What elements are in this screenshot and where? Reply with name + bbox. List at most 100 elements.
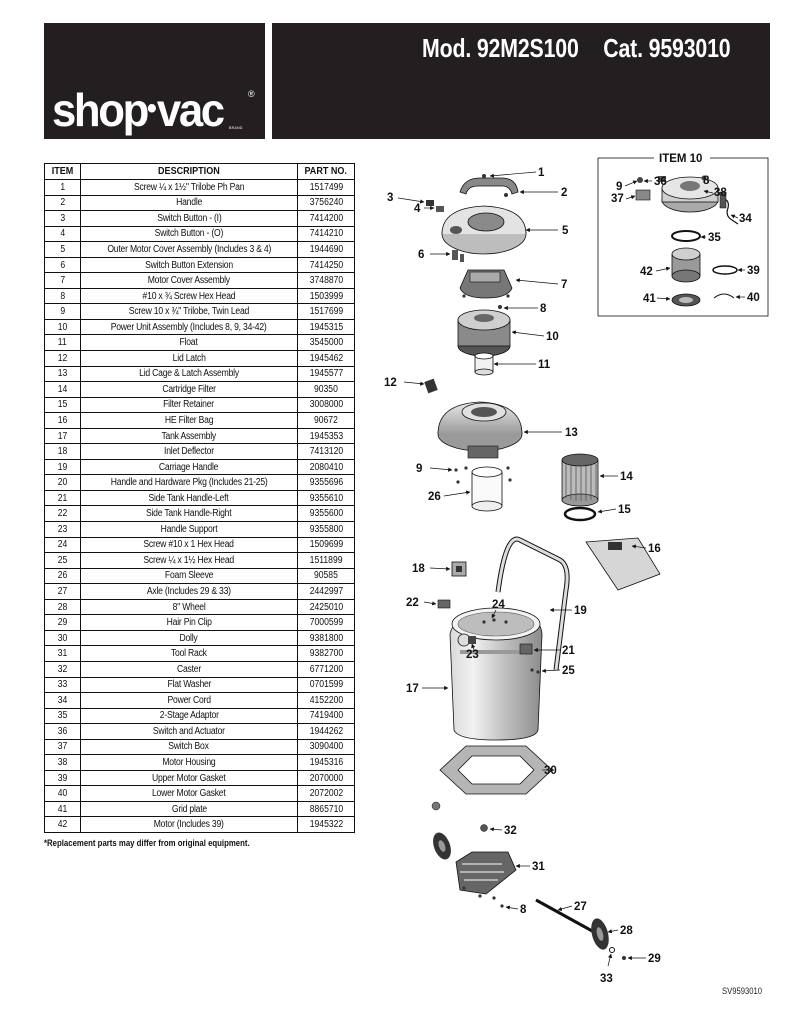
item-number: 20 — [44, 474, 81, 491]
callout-31: 31 — [532, 861, 545, 873]
callout-i8: 8 — [703, 175, 710, 187]
item-part-number: 2072002 — [297, 785, 355, 802]
item-part-number: 8865710 — [297, 800, 355, 818]
item-part-number: 9381800 — [297, 629, 355, 647]
item-description: Filter Retainer — [79, 396, 299, 414]
item-number: 34 — [44, 692, 81, 709]
item-number: 36 — [44, 723, 81, 740]
item-number: 41 — [44, 800, 81, 818]
item-part-number: 90585 — [297, 567, 355, 585]
item-part-number: 1945577 — [297, 365, 355, 383]
hair-pin-clip-29 — [622, 956, 626, 960]
item-part-number: 0701599 — [297, 676, 355, 694]
callout-i41: 41 — [643, 293, 656, 305]
item-number: 33 — [44, 676, 81, 694]
item-part-number: 9382700 — [297, 645, 355, 662]
item-number: 32 — [44, 660, 81, 678]
item-part-number: 90350 — [297, 381, 355, 398]
item-part-number: 1944690 — [297, 241, 355, 258]
foam-sleeve-26 — [471, 466, 503, 512]
item-part-number: 3008000 — [297, 396, 355, 414]
callout-18: 18 — [412, 563, 425, 575]
callout-i9: 9 — [616, 181, 622, 193]
screws-24 — [482, 618, 508, 624]
side-handle-left-21 — [519, 643, 533, 655]
item-part-number: 1503999 — [297, 287, 355, 305]
switch-actuator-36 — [658, 176, 666, 182]
cartridge-filter-14 — [561, 453, 599, 507]
item-part-number: 90672 — [297, 412, 355, 429]
item-part-number: 1517699 — [297, 303, 355, 320]
callout-i42: 42 — [640, 266, 653, 278]
item-number: 11 — [44, 334, 81, 352]
item-number: 28 — [44, 598, 81, 616]
item-part-number: 1944262 — [297, 723, 355, 740]
item-number: 31 — [44, 645, 81, 662]
callout-24: 24 — [492, 599, 505, 611]
item-number: 30 — [44, 629, 81, 647]
switch-extension-6 — [452, 250, 464, 262]
screw-8-inset — [701, 175, 707, 181]
item-part-number: 3545000 — [297, 334, 355, 352]
parts-table-header: ITEM DESCRIPTION PART NO. — [44, 163, 355, 180]
wheel-28-right — [591, 918, 609, 950]
item-number: 4 — [44, 225, 81, 243]
item-description: Tool Rack — [79, 645, 299, 662]
item-number: 26 — [44, 567, 81, 585]
callout-13: 13 — [565, 427, 578, 439]
item-number: 5 — [44, 241, 81, 258]
item-part-number: 3756240 — [297, 194, 355, 212]
callout-32: 32 — [504, 825, 517, 837]
gasket-39 — [712, 265, 738, 275]
callout-11: 11 — [538, 359, 551, 371]
item-description: Grid plate — [79, 800, 299, 818]
item-description: 8" Wheel — [79, 598, 299, 616]
inset-title-bg — [654, 152, 710, 164]
item-number: 21 — [44, 489, 81, 507]
item-description: #10 x ¾ Screw Hex Head — [79, 287, 299, 305]
inlet-deflector-18 — [451, 561, 467, 577]
side-handle-right-22 — [437, 599, 451, 609]
item-part-number: 7419400 — [297, 707, 355, 725]
item-part-number: 2070000 — [297, 769, 355, 787]
item-description: Switch Button - (O) — [79, 225, 299, 243]
item-description: Inlet Deflector — [79, 443, 299, 460]
item-description: 2-Stage Adaptor — [79, 707, 299, 725]
flat-washer-33 — [609, 947, 615, 953]
item-number: 29 — [44, 614, 81, 631]
screw-1 — [482, 174, 486, 178]
item-description: Lower Motor Gasket — [79, 785, 299, 802]
item-part-number: 1517499 — [297, 179, 355, 196]
item-number: 7 — [44, 272, 81, 289]
callout-14: 14 — [620, 471, 633, 483]
item-part-number: 2442997 — [297, 583, 355, 600]
outer-motor-cover-5 — [441, 205, 527, 255]
item-number: 35 — [44, 707, 81, 725]
callout-27: 27 — [574, 901, 587, 913]
adaptor-35 — [671, 230, 701, 242]
callout-1: 1 — [538, 167, 545, 179]
item-part-number: 9355800 — [297, 521, 355, 538]
dolly-30 — [439, 745, 553, 795]
callout-19: 19 — [574, 605, 587, 617]
power-unit-10 — [457, 309, 511, 357]
item-description: Flat Washer — [79, 676, 299, 694]
document-code: SV9593010 — [722, 986, 762, 996]
callout-12: 12 — [384, 377, 397, 389]
motor-cover-7 — [459, 269, 513, 299]
callout-i34: 34 — [739, 213, 752, 225]
item-part-number: 3090400 — [297, 738, 355, 756]
item-part-number: 1509699 — [297, 536, 355, 554]
